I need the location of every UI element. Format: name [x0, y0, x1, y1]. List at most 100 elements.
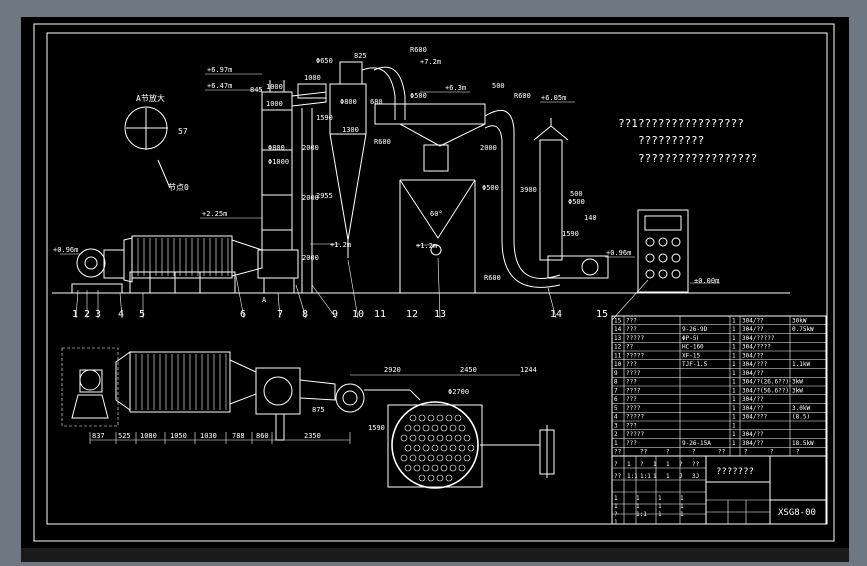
bom-cell: ???: [626, 440, 637, 447]
part-callouts: 1 2 3 4 5 6 7 8 9 10 11 12 13 14 15: [72, 309, 608, 320]
bom-cell: 1: [732, 361, 736, 368]
bom-cell: TJF-1.5: [682, 361, 708, 368]
dimension-label: Φ650: [316, 57, 333, 65]
elevation-label: +0.96m: [606, 249, 631, 257]
title-block-cell: 3J: [692, 473, 699, 480]
bom-cell: 3kW: [792, 387, 803, 394]
dimension-label: 2450: [460, 366, 477, 374]
tube-hole: [436, 434, 444, 442]
bom-cell: 2: [614, 431, 618, 438]
elevation-label: +2.25m: [202, 210, 227, 218]
bom-cell: 3kW: [792, 379, 803, 386]
bill-of-materials: [611, 315, 827, 457]
tube-hole: [400, 454, 408, 462]
title-block-code: 1: [636, 495, 640, 502]
tube-hole: [413, 464, 421, 472]
title-block-cell: 1: [666, 461, 670, 468]
tube-hole: [458, 424, 466, 432]
bom-cell: 1: [732, 431, 736, 438]
tube-hole: [409, 414, 417, 422]
bom-cell: ????: [626, 387, 641, 394]
callout-number: 7: [277, 309, 283, 320]
detail-a: A节放大 57 节点0: [136, 93, 189, 192]
bom-cell: 15: [614, 317, 622, 324]
detail-label: 节点0: [168, 183, 189, 192]
tube-hole: [445, 434, 453, 442]
bom-cell: 1: [732, 335, 736, 342]
bom-cell: ??: [626, 344, 634, 351]
bom-cell: 1: [614, 440, 618, 447]
bom-cell: 9-26-9D: [682, 326, 708, 333]
notes: ??1???????????????? ?????????? ?????????…: [618, 117, 757, 165]
title-block-code: 1: [636, 503, 640, 510]
dimension-label: Φ800: [268, 144, 285, 152]
bom-cell: ???: [626, 317, 637, 324]
bom-cell: 1: [732, 387, 736, 394]
dimension-label: 1050: [170, 432, 187, 440]
bom-header-cell: ?: [770, 449, 774, 456]
dimension-label: 1000: [266, 83, 283, 91]
tube-hole: [463, 434, 471, 442]
tube-hole: [458, 444, 466, 452]
title-block-cell: J: [679, 473, 683, 480]
dimension-label: 875: [312, 406, 325, 414]
tube-hole: [409, 454, 417, 462]
dimension-label: 3900: [520, 186, 537, 194]
dimension-label: R600: [410, 46, 427, 54]
title-block-cell: 1: [666, 473, 670, 480]
dimension-label: 60°: [430, 210, 443, 218]
tube-hole: [427, 454, 435, 462]
detail-title: A节放大: [136, 93, 165, 103]
dimension-label: 1030: [200, 432, 217, 440]
callout-number: 14: [550, 309, 562, 320]
tube-hole: [445, 474, 453, 482]
dimension-label: 1590: [562, 230, 579, 238]
dimension-label: Φ500: [410, 92, 427, 100]
bom-cell: ???: [626, 396, 637, 403]
dimension-label: 500: [570, 190, 583, 198]
dimension-label: 1244: [520, 366, 537, 374]
dimension-label: R600: [374, 138, 391, 146]
dimension-label: R600: [514, 92, 531, 100]
drawing-number: XSG8-00: [778, 508, 816, 518]
title-block-code: 1: [658, 511, 662, 518]
bom-header-cell: ??: [718, 449, 726, 456]
bom-cell: 304/?(56.6??): [742, 387, 789, 394]
bom-cell: 304/????: [742, 344, 771, 351]
dimension-label: 1000: [266, 100, 283, 108]
tube-hole: [454, 414, 462, 422]
elevation-label: +6.97m: [207, 66, 232, 74]
dimension-label: 2000: [302, 254, 319, 262]
callout-number: 10: [352, 309, 364, 320]
bom-cell: 1: [732, 414, 736, 421]
elevation-label: +6.3m: [445, 84, 466, 92]
bom-cell: 10: [614, 361, 622, 368]
tube-hole: [418, 454, 426, 462]
tube-hole: [404, 464, 412, 472]
elevation-label: +1.2m: [416, 242, 437, 250]
tube-hole: [404, 444, 412, 452]
dimension-label: 845: [250, 86, 263, 94]
bom-cell: 304/??: [742, 370, 764, 377]
dimension-label: 2955: [316, 192, 333, 200]
elevation-label: +6.05m: [541, 94, 566, 102]
tube-hole: [454, 434, 462, 442]
bom-cell: 304/??: [742, 440, 764, 447]
title-block-code: 1: [614, 503, 618, 510]
tube-hole: [445, 454, 453, 462]
title-block-cell: ?: [640, 461, 644, 468]
bom-cell: 6: [614, 396, 618, 403]
callout-number: 9: [332, 309, 338, 320]
callout-number: 1: [72, 309, 78, 320]
bom-cell: 1.1kW: [792, 361, 810, 368]
tube-hole: [445, 414, 453, 422]
bom-cell: 1: [732, 379, 736, 386]
elevation-label: +6.47m: [207, 82, 232, 90]
plan-view: [61, 347, 555, 489]
bom-cell: 304/??: [742, 396, 764, 403]
title-block-code: 1: [658, 495, 662, 502]
bom-cell: 0.75kW: [792, 326, 814, 333]
dimension-label: 525: [118, 432, 131, 440]
